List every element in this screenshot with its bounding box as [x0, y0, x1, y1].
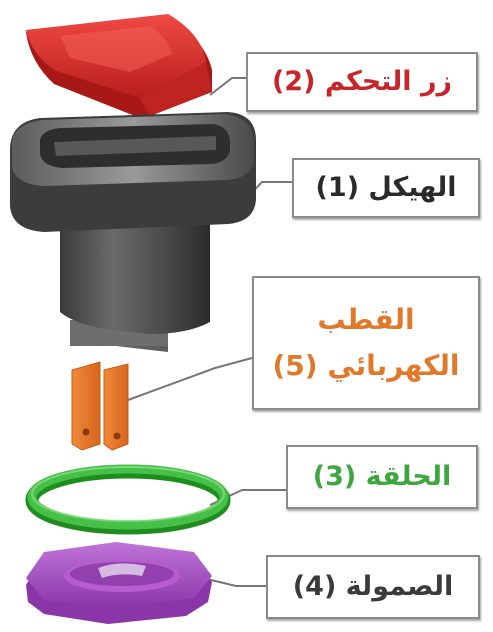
control-button-part — [26, 14, 212, 118]
leader-line-pole — [127, 357, 253, 401]
label-housing-body: الهيكل (1) — [292, 158, 480, 218]
label-electric-pole: القطب الكهربائي (5) — [252, 276, 480, 410]
label-control-button: زر التحكم (2) — [246, 52, 478, 112]
label-electric-pole-line2: الكهربائي (5) — [272, 349, 460, 382]
label-electric-pole-line1: القطب — [317, 302, 415, 336]
housing-body-part — [10, 112, 256, 352]
label-control-button-text: زر التحكم (2) — [271, 66, 453, 98]
electric-pole-part — [71, 361, 129, 451]
label-nut: الصمولة (4) — [266, 555, 480, 619]
label-ring-text: الحلقة (3) — [312, 461, 452, 493]
leader-line-button — [209, 77, 246, 96]
label-nut-text: الصمولة (4) — [292, 571, 454, 603]
label-housing-body-text: الهيكل (1) — [315, 172, 457, 204]
label-ring: الحلقة (3) — [286, 445, 478, 509]
ring-part — [25, 464, 231, 535]
nut-part — [26, 542, 212, 624]
